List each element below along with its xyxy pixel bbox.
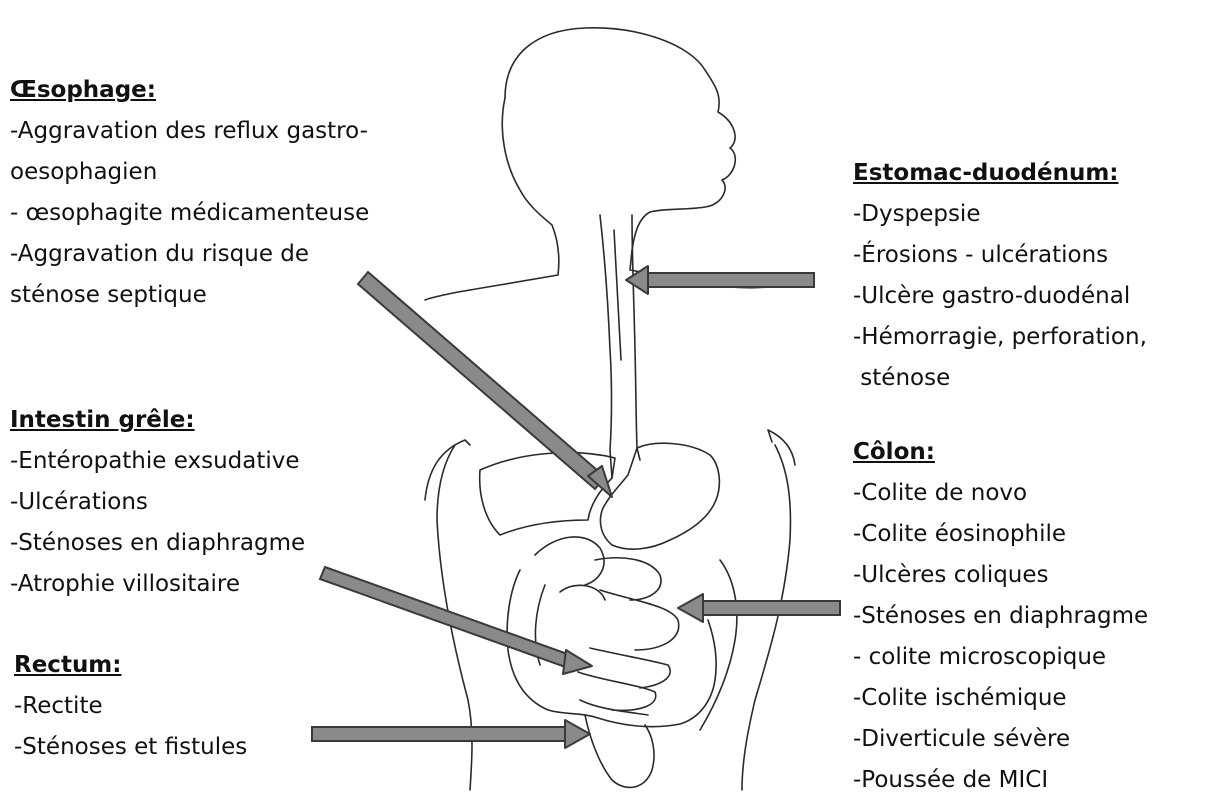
group-item: -Diverticule sévère	[853, 719, 1148, 760]
group-item: - colite microscopique	[853, 637, 1148, 678]
group-oesophage: Œsophage: -Aggravation des reflux gastro…	[10, 70, 369, 316]
group-item: -Ulcères coliques	[853, 555, 1148, 596]
group-title-rectum: Rectum:	[14, 645, 247, 686]
group-item: -Sténoses et fistules	[14, 727, 247, 768]
group-item: -Sténoses en diaphragme	[10, 523, 305, 564]
group-colon: Côlon: -Colite de novo -Colite éosinophi…	[853, 432, 1148, 796]
group-item: -Sténoses en diaphragme	[853, 596, 1148, 637]
group-item: oesophagien	[10, 152, 369, 193]
arrow-oesophage	[358, 272, 612, 497]
group-item: -Ulcère gastro-duodénal	[853, 276, 1147, 317]
group-item: -Aggravation du risque de	[10, 234, 369, 275]
arrow-estomac	[626, 266, 814, 294]
group-item: -Aggravation des reflux gastro-	[10, 111, 369, 152]
group-item: -Ulcérations	[10, 482, 305, 523]
group-title-colon: Côlon:	[853, 432, 1148, 473]
group-item: sténose septique	[10, 275, 369, 316]
group-item: -Hémorragie, perforation,	[853, 317, 1147, 358]
group-title-intestin: Intestin grêle:	[10, 400, 305, 441]
group-item: -Entéropathie exsudative	[10, 441, 305, 482]
group-item: -Rectite	[14, 686, 247, 727]
group-item: -Dyspepsie	[853, 194, 1147, 235]
arrow-rectum	[312, 720, 590, 748]
group-item: -Colite de novo	[853, 473, 1148, 514]
arrow-intestin	[320, 567, 592, 674]
group-item: sténose	[853, 358, 1147, 399]
group-title-oesophage: Œsophage:	[10, 70, 369, 111]
group-item: -Poussée de MICI	[853, 760, 1148, 796]
group-item: -Colite éosinophile	[853, 514, 1148, 555]
group-title-estomac: Estomac-duodénum:	[853, 153, 1147, 194]
arrow-colon	[678, 594, 840, 622]
group-item: -Atrophie villositaire	[10, 564, 305, 605]
group-item: -Érosions - ulcérations	[853, 235, 1147, 276]
group-item: - œsophagite médicamenteuse	[10, 193, 369, 234]
group-intestin-grele: Intestin grêle: -Entéropathie exsudative…	[10, 400, 305, 605]
group-item: -Colite ischémique	[853, 678, 1148, 719]
group-rectum: Rectum: -Rectite -Sténoses et fistules	[14, 645, 247, 768]
group-estomac-duodenum: Estomac-duodénum: -Dyspepsie -Érosions -…	[853, 153, 1147, 399]
